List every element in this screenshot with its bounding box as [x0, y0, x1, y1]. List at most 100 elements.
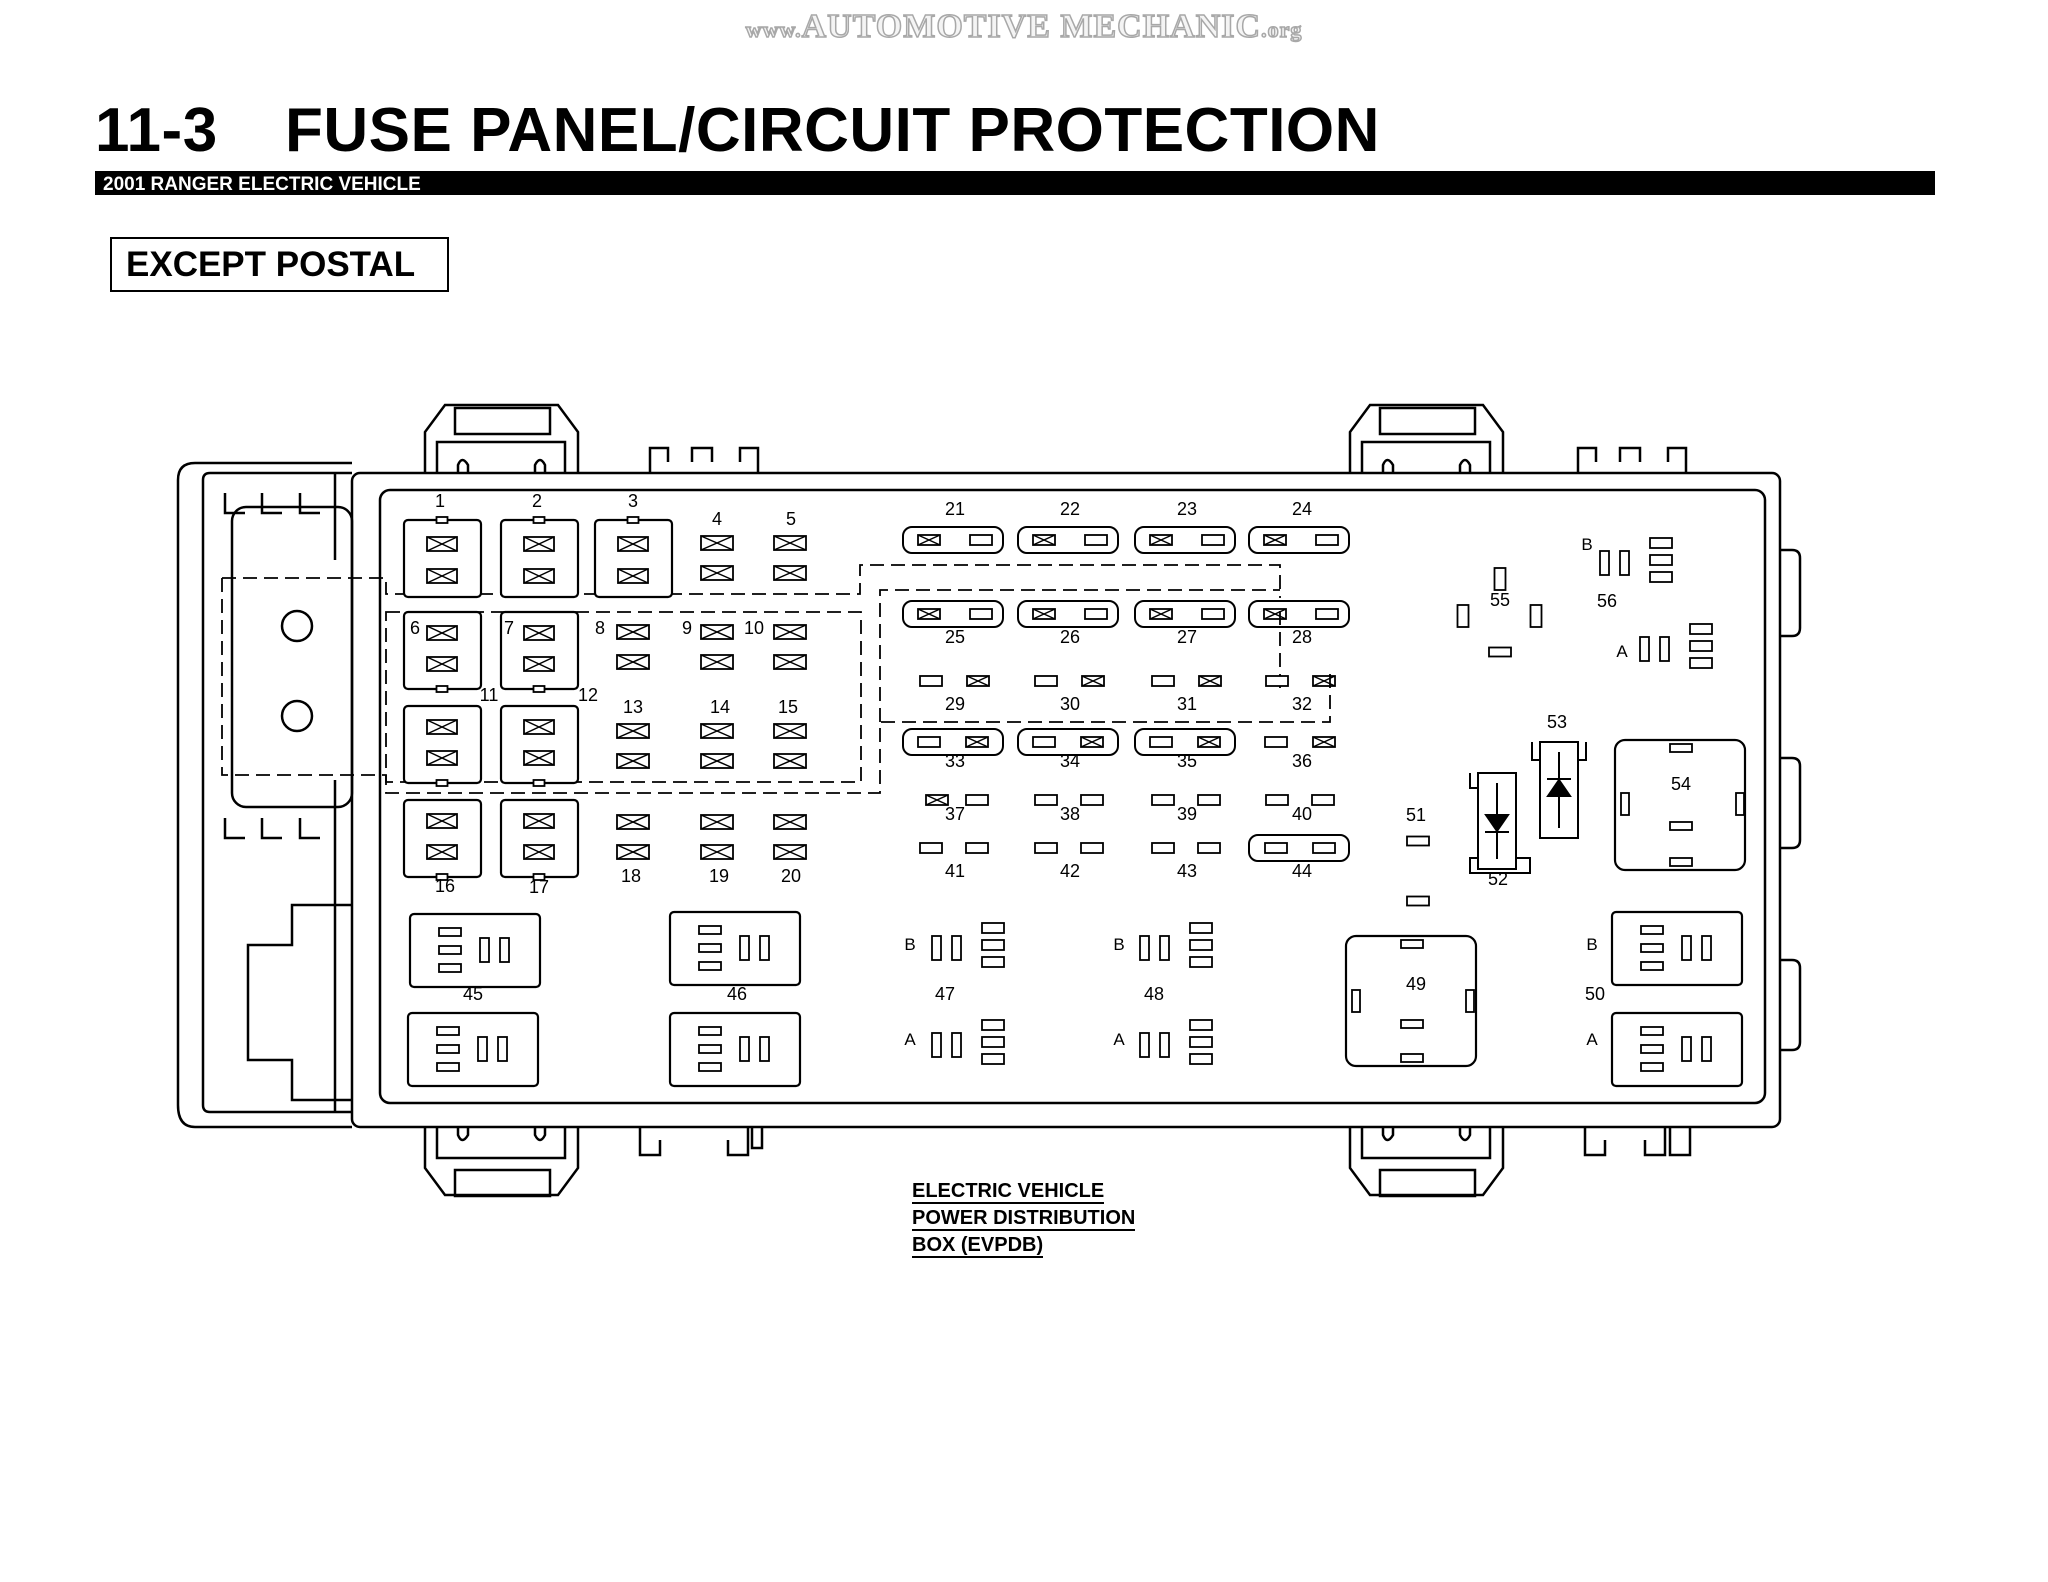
relay-48a: [1139, 1019, 1213, 1065]
position-label-11: 11: [480, 685, 499, 705]
jcase-fuse: [1134, 526, 1236, 554]
fuse-cell: [426, 568, 458, 584]
terminal-slot: [532, 516, 546, 524]
terminal-slot: [435, 873, 449, 881]
fuse-cell: [523, 844, 555, 860]
position-label-55: 55: [1490, 590, 1510, 610]
fuse-cell: [523, 813, 555, 829]
fuse-socket-2: [499, 518, 580, 599]
position-label-40: 40: [1292, 804, 1312, 824]
jcase-fuse: [1248, 600, 1350, 628]
terminal-slot: [438, 963, 462, 973]
position-label-33: 33: [945, 751, 965, 771]
fuse-cell: [1149, 608, 1173, 620]
terminal-slot: [917, 736, 941, 748]
terminal-slot: [1400, 1053, 1424, 1063]
position-label-34: 34: [1060, 751, 1080, 771]
watermark: www.AUTOMOTIVE MECHANIC.org: [745, 7, 1303, 46]
terminal-slot: [1080, 842, 1104, 854]
position-label-46: 46: [727, 984, 747, 1004]
fuse-cell: [917, 608, 941, 620]
position-label-43: 43: [1177, 861, 1197, 881]
fuse-cell: [616, 814, 650, 830]
terminal-slot: [1311, 794, 1335, 806]
terminal-slot: [1312, 842, 1336, 854]
terminal-slot: [626, 516, 640, 524]
terminal-slot: [1669, 743, 1693, 753]
section-number: 11-3: [95, 96, 218, 165]
side-label-a: A: [1616, 642, 1628, 661]
fuse-cell: [426, 719, 458, 735]
terminal-slot: [698, 961, 722, 971]
position-label-54: 54: [1671, 774, 1691, 794]
fuse-cell: [700, 723, 734, 739]
fuse-cell: [426, 813, 458, 829]
fuse-cell: [1081, 675, 1105, 687]
position-label-15: 15: [778, 697, 798, 717]
fuse-cell: [616, 723, 650, 739]
fuse-cell: [700, 814, 734, 830]
terminal-slot: [1151, 842, 1175, 854]
jcase-fuse: [1134, 728, 1236, 756]
terminal-slot: [499, 937, 510, 963]
fuse-cell: [773, 565, 807, 581]
fuse-cell: [426, 625, 458, 641]
terminal-slot: [1201, 608, 1225, 620]
relay-46a: [668, 910, 802, 987]
jcase-fuse: [1017, 526, 1119, 554]
fuse-cell: [616, 753, 650, 769]
fuse-cell: [1197, 736, 1221, 748]
terminal-55: [1488, 646, 1512, 658]
fuse-cell: [700, 654, 734, 670]
jcase-fuse: [1017, 728, 1119, 756]
position-label-6: 6: [410, 618, 420, 638]
position-label-38: 38: [1060, 804, 1080, 824]
terminal-slot: [1084, 608, 1108, 620]
position-label-30: 30: [1060, 694, 1080, 714]
terminal-slot: [759, 1036, 770, 1062]
vehicle-label: 2001 RANGER ELECTRIC VEHICLE: [103, 174, 421, 195]
terminal-slot: [1265, 794, 1289, 806]
fuse-cell: [523, 568, 555, 584]
terminal-slot: [919, 842, 943, 854]
fuse-cell: [1312, 736, 1336, 748]
fuse-cell: [700, 565, 734, 581]
fuse-cell: [426, 656, 458, 672]
fuse-cell: [1032, 608, 1056, 620]
terminal-slot: [436, 1044, 460, 1054]
fuse-cell: [616, 844, 650, 860]
terminal-slot: [919, 675, 943, 687]
position-label-32: 32: [1292, 694, 1312, 714]
fuse-cell: [426, 536, 458, 552]
fuse-box-housing: [176, 403, 1802, 1198]
terminal-slot: [1400, 1019, 1424, 1029]
relay-54: [1613, 738, 1747, 872]
fuse-cell: [1263, 608, 1287, 620]
position-label-22: 22: [1060, 499, 1080, 519]
terminal-slot: [965, 842, 989, 854]
position-label-29: 29: [945, 694, 965, 714]
terminal-slot: [969, 534, 993, 546]
position-label-3: 3: [628, 491, 638, 511]
diode-53: [1539, 741, 1579, 839]
position-label-48: 48: [1144, 984, 1164, 1004]
fuse-cell: [523, 719, 555, 735]
terminal-slot: [1201, 534, 1225, 546]
relay-50b: [1610, 910, 1744, 987]
terminal-slot: [532, 779, 546, 787]
relay-45b: [406, 1011, 540, 1088]
jcase-fuse: [1017, 600, 1119, 628]
terminal-slot: [969, 608, 993, 620]
terminal-slot: [1265, 675, 1289, 687]
jcase-fuse: [1134, 600, 1236, 628]
position-label-56: 56: [1597, 591, 1617, 611]
fuse-cell: [966, 675, 990, 687]
position-label-42: 42: [1060, 861, 1080, 881]
terminal-slot: [435, 516, 449, 524]
position-label-25: 25: [945, 627, 965, 647]
fuse-socket-16: [402, 798, 483, 879]
fuse-cell: [1312, 675, 1336, 687]
position-label-14: 14: [710, 697, 730, 717]
position-label-10: 10: [744, 618, 764, 638]
fuse-cell: [523, 625, 555, 641]
